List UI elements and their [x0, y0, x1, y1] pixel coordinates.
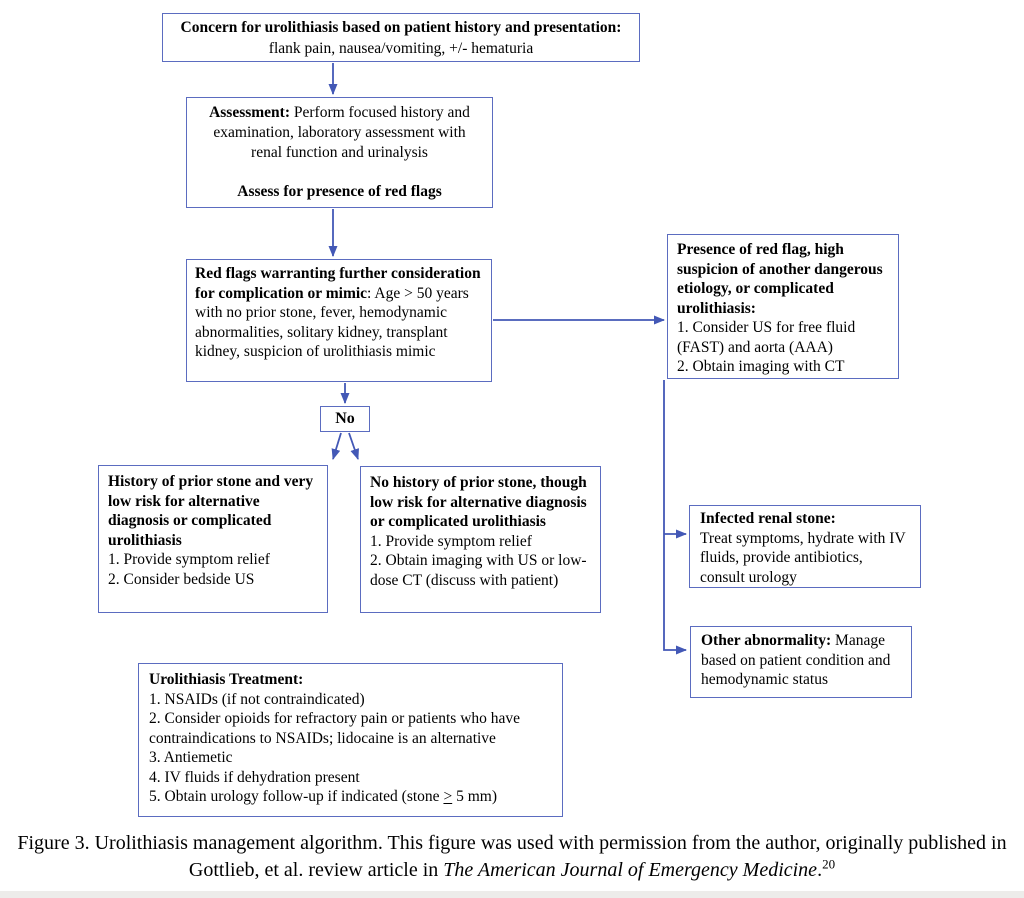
box-no: No [320, 406, 370, 432]
box-urolithiasis-treatment: Urolithiasis Treatment: 1. NSAIDs (if no… [138, 663, 563, 817]
box-no-history-heading: No history of prior stone, though low ri… [370, 474, 587, 530]
box-history-heading: History of prior stone and very low risk… [108, 473, 314, 549]
box-assessment-text: Assessment: Perform focused history and … [196, 103, 483, 163]
greater-equal-symbol: > [443, 788, 453, 805]
list-item: 2. Consider bedside US [108, 570, 255, 588]
box-concern: Concern for urolithiasis based on patien… [162, 13, 640, 62]
figure-caption: Figure 3. Urolithiasis management algori… [0, 830, 1024, 884]
stone-size-suffix: 5 mm) [452, 788, 497, 805]
box-red-flags-detail: : Age > 50 years with no prior stone, fe… [195, 284, 469, 361]
arrow-no-to-nohistory [348, 432, 359, 460]
caption-text: Figure 3. Urolithiasis management algori… [17, 832, 1007, 881]
box-assessment-redflag-note: Assess for presence of red flags [196, 182, 483, 202]
list-item: 1. Consider US for free fluid (FAST) and… [677, 319, 856, 356]
box-other-detail: Manage based on patient condition and he… [701, 632, 891, 688]
list-item: 2. Obtain imaging with US or low-dose CT… [370, 552, 587, 589]
caption-period: . [817, 859, 823, 881]
box-red-flags-heading: Red flags warranting further considerati… [195, 265, 481, 302]
list-item: 1. Provide symptom relief [108, 551, 270, 568]
box-infected-heading: Infected renal stone: [700, 510, 836, 527]
box-presence-heading: Presence of red flag, high suspicion of … [677, 241, 883, 317]
box-other-abnormality: Other abnormality: Manage based on patie… [690, 626, 912, 698]
list-item-stone-size: 5. Obtain urology follow-up if indicated… [149, 787, 552, 807]
box-assessment: Assessment: Perform focused history and … [186, 97, 493, 208]
list-item: 4. IV fluids if dehydration present [149, 768, 360, 786]
box-no-history-prior-stone: No history of prior stone, though low ri… [360, 466, 601, 613]
spacer [196, 163, 483, 182]
box-concern-detail: flank pain, nausea/vomiting, +/- hematur… [268, 39, 534, 57]
box-red-flags: Red flags warranting further considerati… [186, 259, 492, 382]
arrow-no-to-history [331, 432, 342, 460]
box-presence-red-flag: Presence of red flag, high suspicion of … [667, 234, 899, 379]
page-bottom-edge [0, 891, 1024, 898]
no-label: No [335, 410, 355, 428]
box-infected-detail: Treat symptoms, hydrate with IV fluids, … [700, 529, 906, 586]
caption-journal-name: The American Journal of Emergency Medici… [443, 859, 818, 881]
list-item: 2. Consider opioids for refractory pain … [149, 710, 521, 747]
box-other-heading: Other abnormality: [701, 632, 832, 649]
assess-red-flags-text: Assess for presence of red flags [237, 183, 442, 200]
list-item: 3. Antiemetic [149, 749, 233, 766]
box-history-prior-stone: History of prior stone and very low risk… [98, 465, 328, 613]
stone-size-prefix: 5. Obtain urology follow-up if indicated… [149, 788, 444, 805]
list-item: 1. Provide symptom relief [370, 532, 532, 550]
box-infected-renal-stone: Infected renal stone: Treat symptoms, hy… [689, 505, 921, 588]
box-concern-heading: Concern for urolithiasis based on patien… [180, 18, 622, 36]
list-item: 2. Obtain imaging with CT [677, 358, 845, 375]
box-assessment-heading: Assessment: [209, 104, 290, 121]
box-concern-text: Concern for urolithiasis based on patien… [173, 17, 629, 59]
connector-presence-to-other [663, 380, 687, 655]
box-treatment-heading: Urolithiasis Treatment: [149, 671, 304, 688]
caption-reference-number: 20 [822, 856, 836, 872]
list-item: 1. NSAIDs (if not contraindicated) [149, 690, 365, 708]
box-assessment-detail: Perform focused history and examination,… [213, 104, 470, 161]
